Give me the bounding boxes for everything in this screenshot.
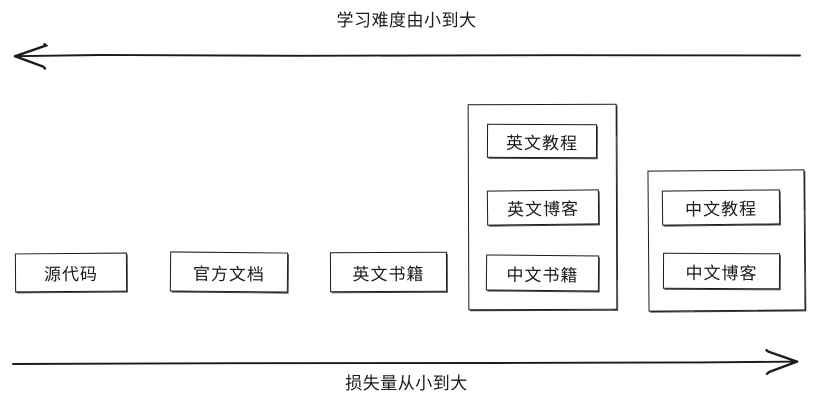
node-label: 英文博客 [506, 199, 580, 221]
node-chinese-blog[interactable]: 中文博客 [662, 252, 781, 290]
node-source-code[interactable]: 源代码 [14, 252, 128, 293]
node-english-books[interactable]: 英文书籍 [329, 251, 448, 293]
node-label: 英文书籍 [352, 264, 425, 285]
node-chinese-tutorial[interactable]: 中文教程 [661, 189, 781, 226]
node-label: 中文博客 [685, 263, 758, 284]
top-axis-label: 学习难度由小到大 [336, 11, 477, 31]
node-label: 中文教程 [684, 199, 758, 221]
node-english-blog[interactable]: 英文博客 [486, 189, 600, 226]
bottom-axis-label: 损失量从小到大 [345, 374, 468, 394]
node-label: 源代码 [43, 264, 99, 286]
node-chinese-books[interactable]: 中文书籍 [485, 254, 600, 292]
bottom-axis-arrow [12, 349, 799, 375]
node-english-tutorial[interactable]: 英文教程 [486, 123, 598, 159]
node-label: 官方文档 [192, 264, 266, 285]
node-label: 英文教程 [505, 133, 579, 154]
top-axis-arrow [13, 43, 801, 70]
node-label: 中文书籍 [506, 265, 579, 286]
node-official-docs[interactable]: 官方文档 [169, 251, 289, 293]
